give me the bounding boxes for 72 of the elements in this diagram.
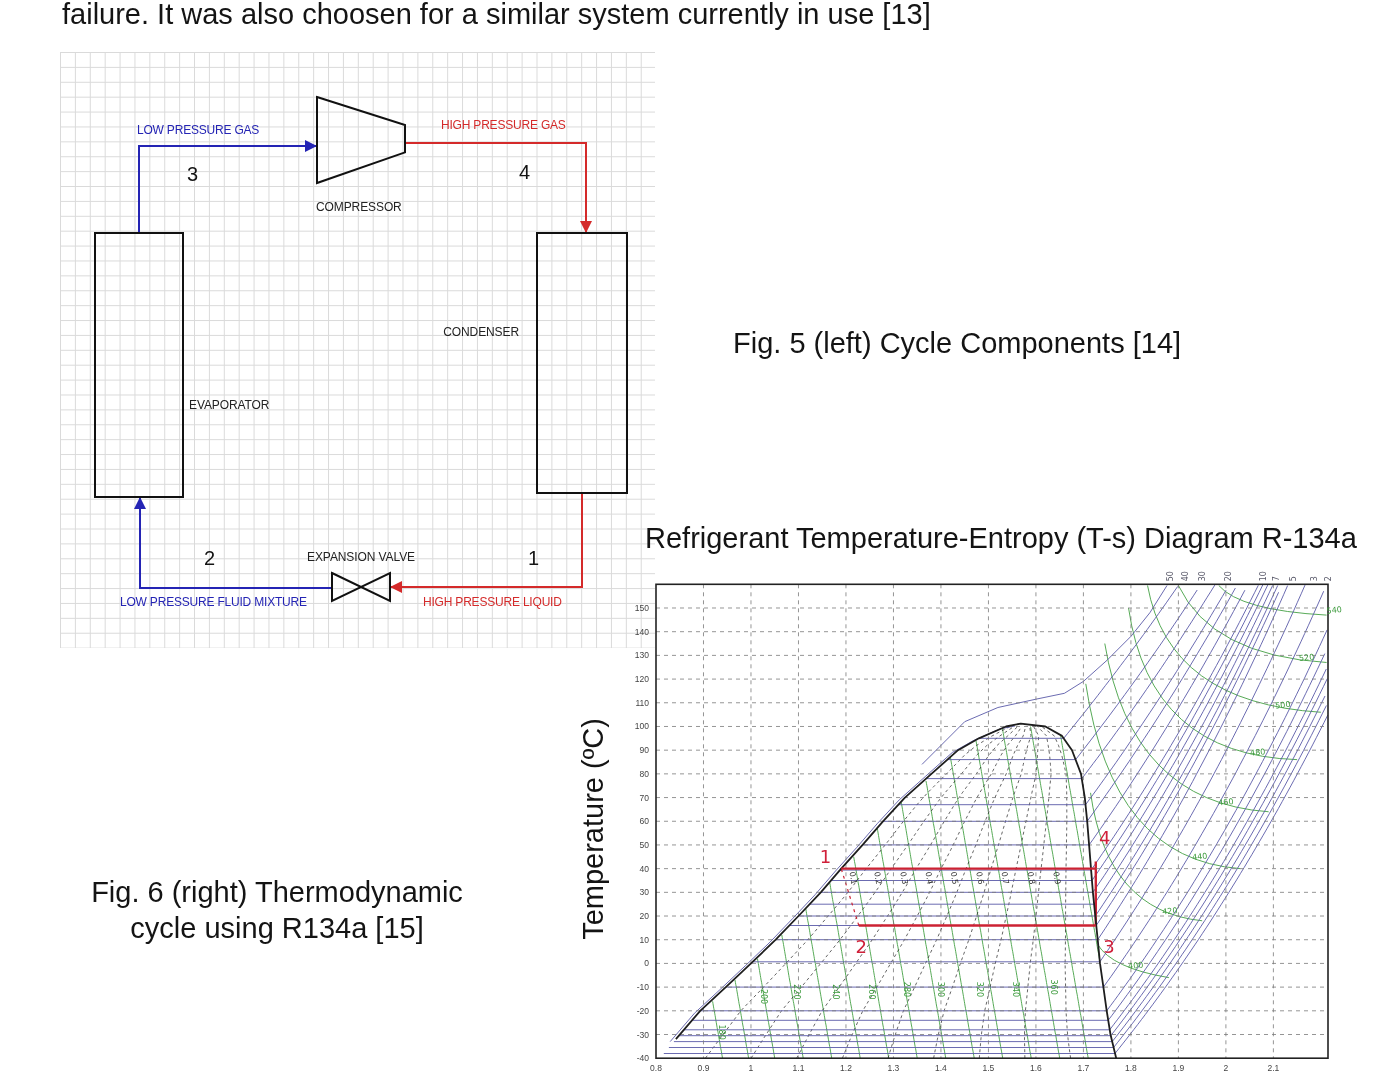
axis-tick-label: -30 <box>636 1029 649 1040</box>
state-number: 1 <box>528 546 540 570</box>
axis-tick-label: 70 <box>639 792 649 803</box>
axis-tick-label: 40 <box>639 863 649 874</box>
axis-tick-label: 30 <box>639 887 649 898</box>
axis-tick-label: 1.6 <box>1030 1063 1042 1074</box>
axis-tick-label: 2.1 <box>1267 1063 1280 1074</box>
axis-tick-label: 1.3 <box>887 1063 900 1074</box>
axis-tick-label: 100 <box>634 721 649 732</box>
axis-tick-label: 140 <box>634 626 649 637</box>
state-number: 4 <box>519 160 531 184</box>
axis-tick-label: 1.5 <box>982 1063 995 1074</box>
edge-label: HIGH PRESSURE LIQUID <box>423 595 562 609</box>
figure-caption: Fig. 6 (right) Thermodynamic cycle using R134a [15] <box>90 875 464 946</box>
enthalpy-label: 540 <box>1326 605 1343 616</box>
isobar-label: 5 <box>1288 576 1298 582</box>
axis-tick-label: 20 <box>639 911 649 922</box>
enthalpy-label: 420 <box>1161 906 1178 917</box>
axis-tick-label: 1.4 <box>935 1063 947 1074</box>
body-text: failure. It was also choosen for a similar system currently in use [13] <box>62 0 931 29</box>
isobar-label: 2 <box>1324 576 1334 582</box>
axis-tick-label: 2 <box>1223 1063 1229 1074</box>
component-label: EVAPORATOR <box>189 398 270 412</box>
axis-tick-label: 80 <box>639 768 649 779</box>
axis-tick-label: -40 <box>636 1053 649 1064</box>
enthalpy-label: 500 <box>1274 699 1291 711</box>
flow-arrow <box>138 140 317 233</box>
axis-tick-label: 1.1 <box>792 1063 805 1074</box>
axis-tick-label: 0 <box>644 958 649 969</box>
axis-tick-label: 0.9 <box>697 1063 710 1074</box>
axis-tick-label: 1.9 <box>1172 1063 1185 1074</box>
component-label: COMPRESSOR <box>316 200 402 214</box>
isobar-label: 50 <box>1165 571 1175 582</box>
axis-tick-label: 1.2 <box>840 1063 852 1074</box>
isobar-label: 10 <box>1258 571 1268 582</box>
enthalpy-label: 440 <box>1191 851 1208 863</box>
axis-tick-label: 110 <box>635 697 649 708</box>
axis-tick-label: 90 <box>639 745 649 756</box>
isobar-label: 30 <box>1198 571 1208 582</box>
axis-tick-label: 50 <box>639 839 649 850</box>
axis-tick-label: 60 <box>639 816 649 827</box>
enthalpy-label: 520 <box>1298 652 1315 664</box>
axis-tick-label: 150 <box>634 603 649 613</box>
enthalpy-label: 460 <box>1217 797 1234 808</box>
state-number: 2 <box>204 546 216 570</box>
state-number: 3 <box>187 162 199 186</box>
edge-label: LOW PRESSURE GAS <box>137 123 260 137</box>
axis-tick-label: -10 <box>636 982 649 993</box>
axis-title: Temperature (ºC) <box>578 718 608 940</box>
chart-title: Refrigerant Temperature-Entropy (T-s) Diagram R-134a <box>645 522 1357 554</box>
edge-label: LOW PRESSURE FLUID MIXTURE <box>120 595 307 609</box>
isobar-label: 3 <box>1309 576 1319 582</box>
flow-arrow <box>390 493 583 593</box>
figure-caption: Fig. 5 (left) Cycle Components [14] <box>733 326 1182 360</box>
enthalpy-label: 480 <box>1249 747 1266 758</box>
isobar-label: 20 <box>1224 571 1234 582</box>
axis-tick-label: 130 <box>634 650 649 661</box>
axis-tick-label: 1.7 <box>1077 1063 1090 1074</box>
axis-tick-label: 0.8 <box>650 1063 662 1074</box>
flow-arrow <box>405 142 592 233</box>
axis-tick-label: 1 <box>748 1063 754 1074</box>
enthalpy-label: 400 <box>1127 960 1144 972</box>
flow-arrow <box>134 497 332 589</box>
edge-label: HIGH PRESSURE GAS <box>441 118 566 132</box>
component-label: EXPANSION VALVE <box>307 550 415 564</box>
axis-tick-label: 120 <box>634 674 649 685</box>
axis-tick-label: -20 <box>636 1005 649 1016</box>
axis-tick-label: 1.8 <box>1125 1063 1137 1074</box>
axis-tick-label: 10 <box>639 934 649 945</box>
isobar-label: 40 <box>1181 571 1191 582</box>
isobar-label: 7 <box>1271 576 1281 582</box>
component-label: CONDENSER <box>443 325 519 339</box>
